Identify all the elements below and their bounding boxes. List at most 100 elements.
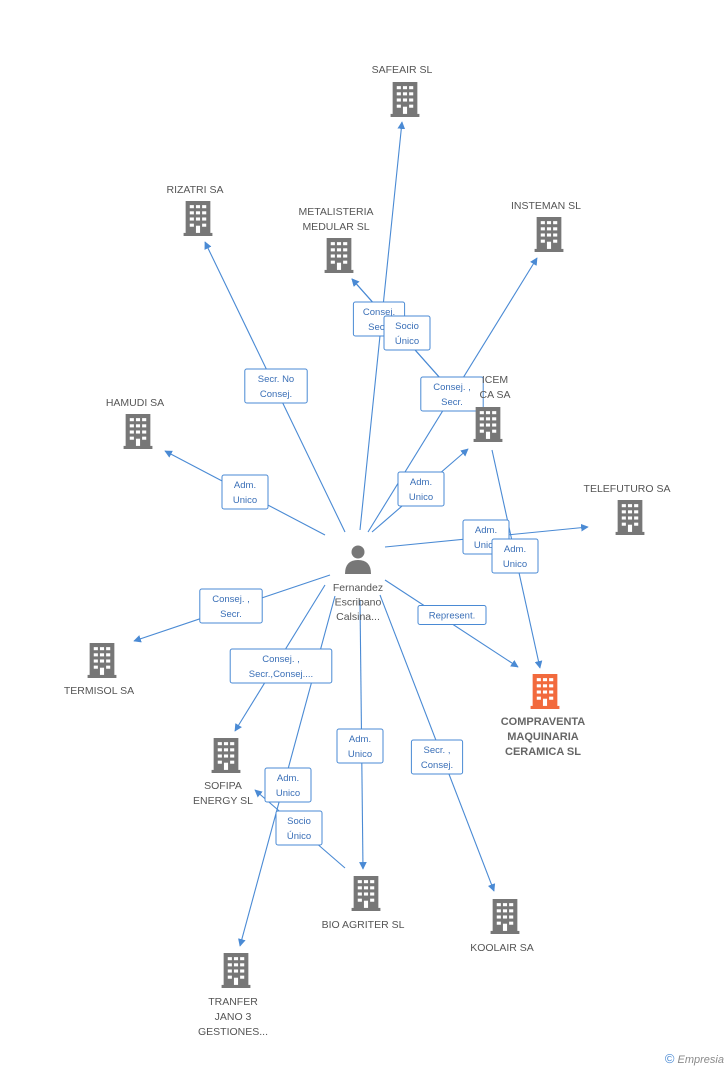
- company-node-hamudi[interactable]: HAMUDI SA: [106, 397, 164, 449]
- company-name-line: ICEM: [482, 374, 508, 386]
- edge-label-koolair[interactable]: Secr. , Consej.: [410, 739, 464, 775]
- company-name-line: SOFIPA: [204, 780, 242, 792]
- edge-label-text: Adm.: [475, 525, 497, 536]
- person-name-line: Escribano: [335, 597, 382, 609]
- person-node[interactable]: FernandezEscribanoCalsina...: [333, 545, 383, 624]
- building-icon: [530, 674, 560, 709]
- edge-label-text: Consej. ,: [433, 382, 471, 393]
- edge-label-text: Unico: [474, 540, 498, 551]
- edge-label-sofipa[interactable]: Adm. Unico: [264, 767, 312, 803]
- company-name-line: TRANFER: [208, 996, 258, 1008]
- edge-label-text: Secr. No: [258, 374, 294, 385]
- edge-label-text: Adm.: [349, 734, 371, 745]
- edge-label-text: Unico: [503, 559, 527, 570]
- edge-label-text: Consej.: [260, 389, 292, 400]
- edge-label-rizatri[interactable]: Secr. No Consej.: [244, 368, 308, 404]
- company-name-line: CERAMICA SL: [505, 746, 581, 758]
- building-icon: [123, 414, 153, 449]
- building-icon: [87, 643, 117, 678]
- company-name-line: TELEFUTURO SA: [584, 483, 671, 495]
- company-node-rizatri[interactable]: RIZATRI SA: [167, 184, 224, 236]
- edge-label-text: Secr. ,: [424, 745, 451, 756]
- edge-label-text: Unico: [276, 788, 300, 799]
- company-name-line: METALISTERIA: [298, 206, 373, 218]
- company-node-bioagriter[interactable]: BIO AGRITER SL: [322, 876, 405, 931]
- edge-label-text: Secr.: [368, 322, 390, 333]
- edge-label-sofipa[interactable]: Consej. , Secr.,Consej....: [229, 648, 333, 684]
- company-node-safeair[interactable]: SAFEAIR SL: [372, 64, 433, 117]
- edge-label-hamudi[interactable]: Adm. Unico: [221, 474, 269, 510]
- person-icon-body: [345, 560, 371, 574]
- company-name-line: BIO AGRITER SL: [322, 919, 405, 931]
- company-node-metalisteria[interactable]: METALISTERIA MEDULAR SL: [298, 206, 374, 273]
- company-name-line: JANO 3: [215, 1011, 252, 1023]
- edge-label-text: Adm.: [504, 544, 526, 555]
- edge-label-text: Unico: [409, 492, 433, 503]
- copyright-symbol: ©: [664, 1051, 675, 1066]
- person-icon: [351, 545, 365, 559]
- edge-label-text: Adm.: [234, 480, 256, 491]
- edge-labels-layer: Secr. NoConsej.Consej.Secr.SocioÚnicoCon…: [199, 301, 539, 846]
- company-node-telefuturo[interactable]: TELEFUTURO SA: [584, 483, 671, 535]
- edge-label-text: Unico: [348, 749, 372, 760]
- company-node-termisol[interactable]: TERMISOL SA: [64, 643, 134, 697]
- edge-label-text: Unico: [233, 495, 257, 506]
- company-node-insteman[interactable]: INSTEMAN SL: [511, 200, 581, 252]
- edge-label-compraventa[interactable]: Adm. Unico: [491, 538, 539, 574]
- building-icon: [490, 899, 520, 934]
- company-name-line: ENERGY SL: [193, 795, 253, 807]
- edge-label-text: Consej. ,: [212, 594, 250, 605]
- building-icon: [390, 82, 420, 117]
- edge-label-text: Adm.: [410, 477, 432, 488]
- edge-label-text: Secr.,Consej....: [249, 669, 313, 680]
- company-name-line: SAFEAIR SL: [372, 64, 433, 76]
- building-icon: [534, 217, 564, 252]
- person-name-line: Fernandez: [333, 582, 383, 594]
- edge-label-text: Adm.: [277, 773, 299, 784]
- brand-logo[interactable]: Empresia: [677, 1054, 724, 1066]
- company-name-line: MAQUINARIA: [507, 731, 579, 743]
- edge-label-text: Secr.: [441, 397, 463, 408]
- edge-label-text: Único: [395, 336, 419, 347]
- company-name-line: HAMUDI SA: [106, 397, 164, 409]
- edge-label-text: Consej.: [421, 760, 453, 771]
- company-node-sofipa[interactable]: SOFIPA ENERGY SL: [193, 738, 253, 807]
- company-name-line: GESTIONES...: [198, 1026, 268, 1038]
- edge-label-compraventa[interactable]: Represent.: [417, 605, 487, 625]
- building-icon: [473, 407, 503, 442]
- company-node-ricem[interactable]: ICEM CA SA: [473, 374, 511, 442]
- company-name-line: RIZATRI SA: [167, 184, 224, 196]
- company-name-line: CA SA: [480, 389, 511, 401]
- building-icon: [183, 201, 213, 236]
- edge-label-text: Represent.: [429, 611, 475, 622]
- building-icon: [615, 500, 645, 535]
- edge-label-text: Socio: [395, 321, 419, 332]
- edge-label-bioagriter[interactable]: Adm. Unico: [336, 728, 384, 764]
- company-node-koolair[interactable]: KOOLAIR SA: [470, 899, 534, 954]
- company-name-line: TERMISOL SA: [64, 685, 134, 697]
- building-icon: [221, 953, 251, 988]
- edge-label-ricem[interactable]: Adm. Unico: [397, 471, 445, 507]
- building-icon: [351, 876, 381, 911]
- edges-layer: [133, 121, 589, 947]
- edge-label-termisol[interactable]: Consej. , Secr.: [199, 588, 263, 624]
- company-name-line: COMPRAVENTA: [501, 716, 586, 728]
- edge-label-text: Único: [287, 831, 311, 842]
- edge-label-text: Consej. ,: [262, 654, 300, 665]
- building-icon: [324, 238, 354, 273]
- person-name-line: Calsina...: [336, 611, 380, 623]
- company-name-line: MEDULAR SL: [302, 221, 369, 233]
- company-name-line: KOOLAIR SA: [470, 942, 534, 954]
- edge-label-text: Socio: [287, 816, 311, 827]
- company-node-tranfer[interactable]: TRANFER JANO 3 GESTIONES...: [198, 953, 268, 1038]
- edge-label-text: Secr.: [220, 609, 242, 620]
- edge-label-text: Consej.: [363, 307, 395, 318]
- edge-label-insteman[interactable]: Consej. , Secr.: [420, 376, 484, 412]
- company-node-compraventa[interactable]: COMPRAVENTA MAQUINARIA CERAMICA SL: [501, 674, 586, 758]
- building-icon: [211, 738, 241, 773]
- company-name-line: INSTEMAN SL: [511, 200, 581, 212]
